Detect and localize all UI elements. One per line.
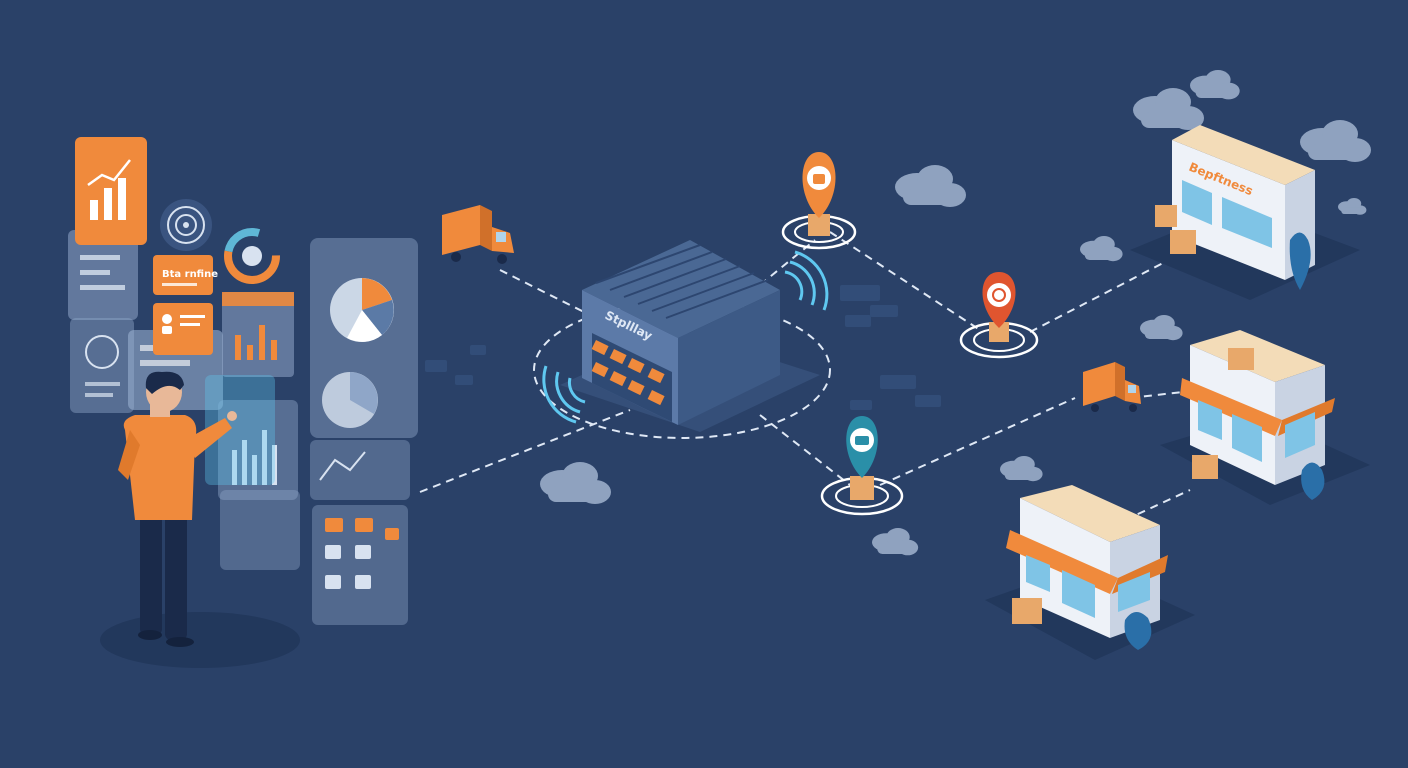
icon-tile [355,545,371,559]
cloud [1300,120,1371,162]
panel [220,490,300,570]
person-hair [145,371,184,394]
icon-tile [355,518,373,532]
floor-tiles [425,285,941,410]
package-box [1155,205,1177,227]
route-lines [419,231,1201,521]
person-hand [227,411,237,421]
user-icon [162,314,172,324]
store-roof [1172,125,1315,185]
icon-tile [325,545,341,559]
target-icon [992,288,1006,302]
storefront-top: Bepftness [1130,125,1360,300]
location-pin-orange [781,152,857,250]
store-roof [1190,330,1325,382]
signal-icon [542,365,586,424]
touch-glow [205,375,275,485]
location-pin-teal [820,416,904,516]
store-awning [1180,378,1282,436]
store-roof [1020,485,1160,542]
shop-icon [855,436,869,445]
icon-tile [355,575,371,589]
panel [310,440,410,500]
package-box [1228,348,1254,370]
plant [1124,611,1152,650]
package-box [1192,455,1218,479]
icon-tile [385,528,399,540]
warehouse: Stplllay [542,240,829,432]
plant [1301,462,1325,500]
clouds [540,70,1371,556]
store-awning [1006,530,1118,594]
dashboard-panels: Bta rnfine [68,137,418,625]
delivery-truck [442,205,514,264]
person-leg [165,515,187,640]
cloud [872,528,919,556]
person-arm [185,418,232,458]
cloud [1133,88,1204,130]
person [118,371,237,647]
cloud [895,165,966,207]
panel [70,318,134,413]
cloud [1190,70,1240,100]
cloud [540,462,611,504]
plant [1289,232,1311,290]
signal-icon [784,250,829,311]
person-leg [140,515,162,635]
cloud [1080,236,1123,262]
person-shirt [123,415,197,520]
storefront-bottom [985,485,1195,660]
pie-chart-icon [330,278,394,342]
package-box [1012,598,1042,624]
pie-chart-icon [322,372,378,428]
bag-icon [813,174,825,184]
icon-tile [325,518,343,532]
cloud [1140,315,1183,341]
icon-tile [325,575,341,589]
warehouse-side [678,290,780,425]
trend-line-icon [87,159,131,187]
bar-chart-icon [90,178,126,220]
package-box [1170,230,1196,254]
storefront-middle [1160,330,1370,505]
delivery-truck [1083,362,1141,412]
panel [312,505,408,625]
cloud [1000,456,1043,482]
donut-chart-icon [224,228,280,284]
person-shadow [100,612,300,668]
warehouse-boxes [591,340,665,406]
cloud [1338,198,1367,215]
panel [218,400,298,500]
info-card-title: Bta rnfine [162,269,218,280]
location-pin-red [959,272,1039,359]
circle-icon [85,335,119,369]
